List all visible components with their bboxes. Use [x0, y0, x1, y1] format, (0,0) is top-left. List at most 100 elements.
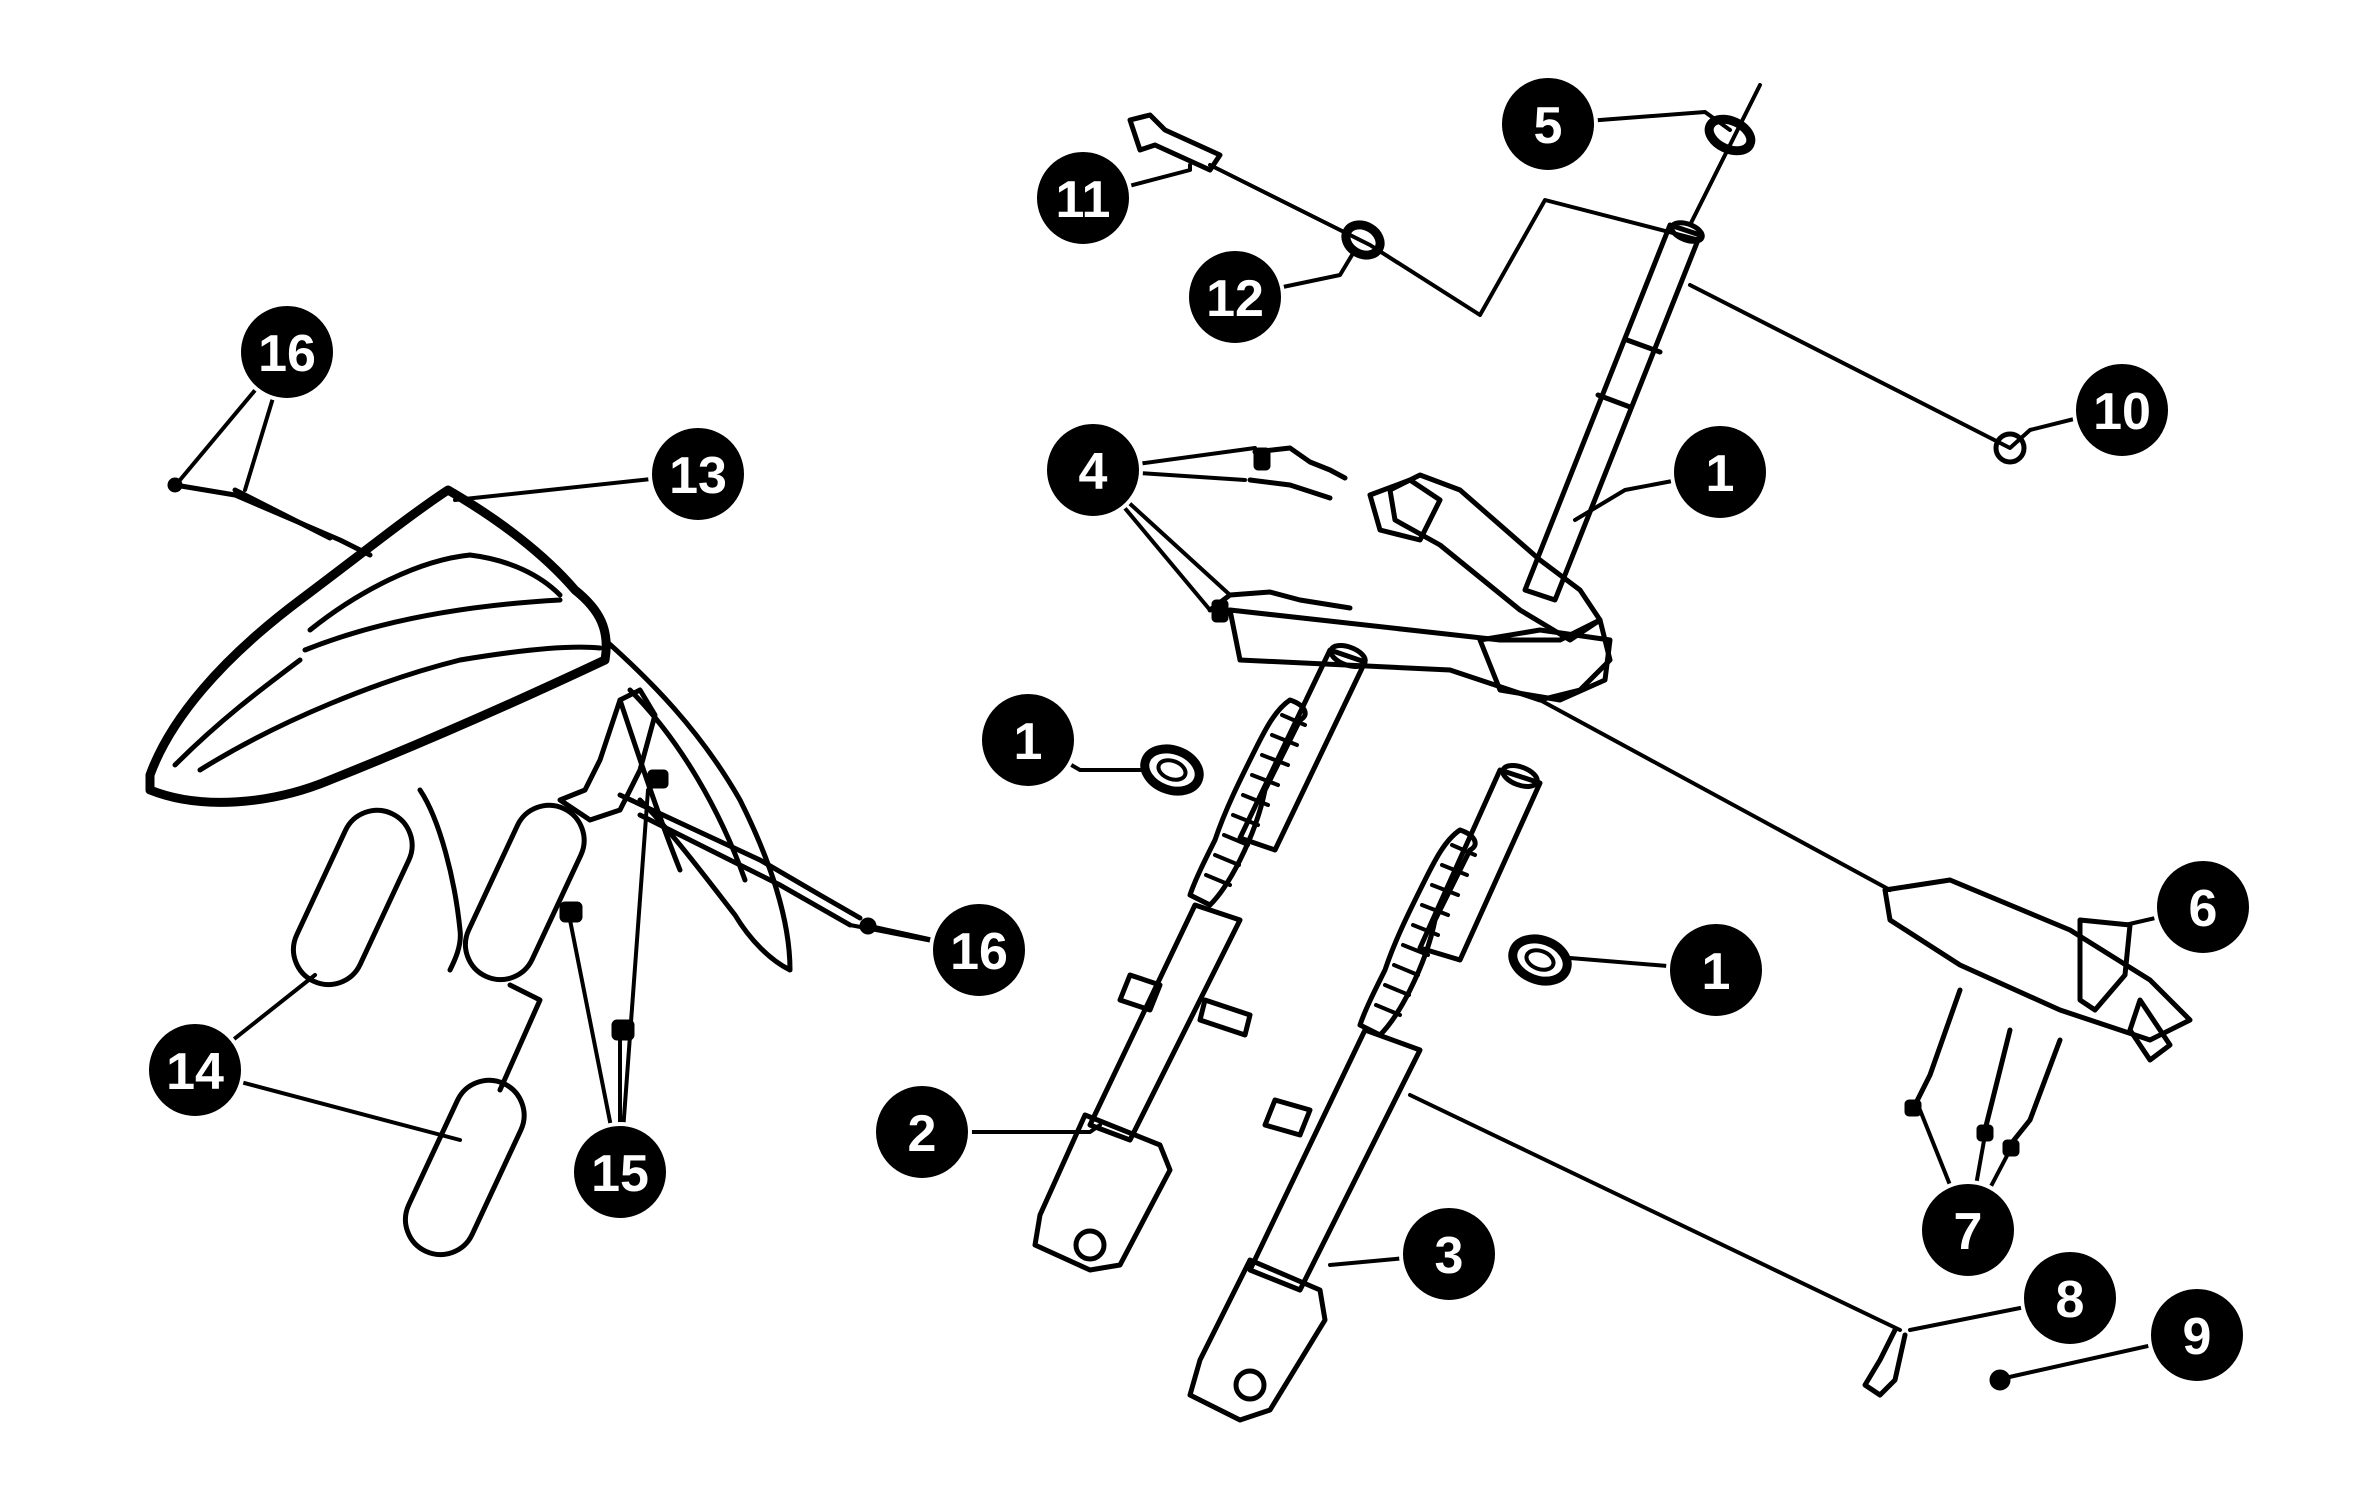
fork-seal-left	[1140, 744, 1204, 796]
callout-number: 13	[669, 447, 727, 505]
fork-leg-right-top	[1500, 763, 1540, 789]
callout-c1a: 1	[1670, 422, 1770, 522]
stem-top-nut	[1704, 114, 1756, 156]
callout-circle	[648, 424, 748, 524]
callout-circle	[2020, 1248, 2120, 1348]
fork-leg-left-boot	[1187, 697, 1308, 908]
callout-c16a: 16	[237, 302, 337, 402]
callout-circle	[237, 302, 337, 402]
fork-leg-left-axle-hole	[1073, 1228, 1107, 1262]
callout-circle	[1033, 148, 1133, 248]
fender-bolt-upper-shaft	[232, 487, 333, 541]
pinch-bolt	[1127, 112, 1223, 173]
fender-shell-outline	[145, 485, 611, 807]
callout-number: 12	[1206, 270, 1264, 328]
fork-leg-left-bracket	[1117, 972, 1163, 1013]
bracket-bolt-head-left	[1904, 1099, 1922, 1117]
callout-circle	[978, 690, 1078, 790]
lower-bolt	[1862, 1327, 1908, 1398]
steering-stem	[1522, 222, 1703, 603]
lower-clamp-block	[1477, 627, 1613, 703]
callout-number: 15	[591, 1145, 649, 1203]
upper-clamp-block	[1367, 477, 1443, 543]
callout-circle	[570, 1122, 670, 1222]
leader-6-long	[1538, 698, 1892, 892]
callout-circle	[1670, 422, 1770, 522]
callout-c3: 3	[1399, 1204, 1499, 1304]
fender-bolt-head-upper	[167, 477, 183, 493]
callout-circle	[1666, 920, 1766, 1020]
leader-2	[920, 1123, 1102, 1134]
callout-number: 14	[166, 1043, 224, 1101]
clamp-bolt-upper-2	[1247, 477, 1333, 501]
callout-number: 1	[1014, 713, 1043, 771]
callout-number: 6	[2189, 880, 2218, 938]
callout-c1b: 1	[978, 690, 1078, 790]
callout-c13: 13	[648, 424, 748, 524]
steering-stem-ring2	[1595, 392, 1633, 410]
fork-seal-right-inner	[1524, 948, 1556, 972]
callout-circle	[145, 1020, 245, 1120]
fender-bracket-bolt	[647, 769, 669, 789]
fork-leg-right-lower	[1187, 1257, 1328, 1423]
lower-bracket-tab	[2127, 997, 2173, 1063]
fork-leg-left-clip	[1197, 997, 1253, 1038]
leader-3-long	[1408, 1093, 1902, 1332]
callout-c4: 4	[1043, 420, 1143, 520]
fork-leg-left-bellows	[1204, 713, 1307, 887]
callout-number: 4	[1079, 443, 1108, 501]
fender-grommet-upper	[290, 807, 415, 988]
fork-leg-left-lower	[1032, 1112, 1173, 1273]
callout-circle	[1399, 1204, 1499, 1304]
callout-number: 2	[908, 1105, 937, 1163]
callout-c1c: 1	[1666, 920, 1766, 1020]
bracket-bolt-head-right	[2002, 1139, 2020, 1157]
callout-c10: 10	[2072, 360, 2172, 460]
leader-10	[1688, 283, 2092, 450]
fender-ridge-mid	[302, 597, 563, 653]
fender-bracket	[557, 687, 658, 823]
callout-number: 7	[1954, 1203, 1983, 1261]
fender-stay-left	[417, 787, 463, 973]
callout-number: 10	[2093, 383, 2151, 441]
clamp-bolt-head-upper	[1253, 447, 1271, 471]
callout-number: 16	[950, 923, 1008, 981]
bracket-bolt-left	[1912, 987, 1963, 1108]
callout-circle	[2072, 360, 2172, 460]
front-fender-assembly	[145, 477, 877, 1258]
clamp-bolt-upper	[1252, 445, 1348, 481]
callout-circle	[2153, 857, 2253, 957]
callout-c12: 12	[1185, 247, 1285, 347]
callout-c9: 9	[2147, 1285, 2247, 1385]
upper-triple-clamp	[1387, 472, 1603, 643]
fork-seal-right	[1508, 934, 1572, 986]
callout-circle	[929, 900, 1029, 1000]
callout-number: 1	[1706, 445, 1735, 503]
bracket-bolt-mid	[1982, 1027, 2013, 1133]
leader-5	[1546, 110, 1732, 132]
callout-circle	[872, 1082, 972, 1182]
fender-grommet-mid	[462, 802, 587, 983]
fender-ridge-lower	[197, 644, 603, 773]
fender-grommet-tab	[497, 982, 543, 1093]
callout-c8: 8	[2020, 1248, 2120, 1348]
fork-leg-right-slider	[1247, 1027, 1423, 1293]
callout-c15: 15	[570, 1122, 670, 1222]
callout-circle	[1918, 1180, 2018, 1280]
lower-triple-clamp	[1227, 607, 1613, 703]
callout-circle	[1185, 247, 1285, 347]
fender-bolt-lower-shaft	[637, 812, 853, 928]
fender-stay-right	[617, 697, 683, 873]
stem-thread	[1688, 83, 1762, 227]
callout-c14: 14	[145, 1020, 245, 1120]
front-fork-assembly	[1032, 83, 2193, 1423]
fender-rear-skirt-inner	[627, 687, 748, 883]
fork-leg-left-slider	[1087, 902, 1243, 1143]
callout-number: 16	[258, 325, 316, 383]
callout-number: 11	[1056, 171, 1111, 229]
fender-grommet-lower	[402, 1077, 527, 1258]
clamp-bolt-head-lower	[1211, 599, 1229, 623]
lower-nut	[1989, 1369, 2011, 1391]
callout-number: 5	[1534, 97, 1563, 155]
